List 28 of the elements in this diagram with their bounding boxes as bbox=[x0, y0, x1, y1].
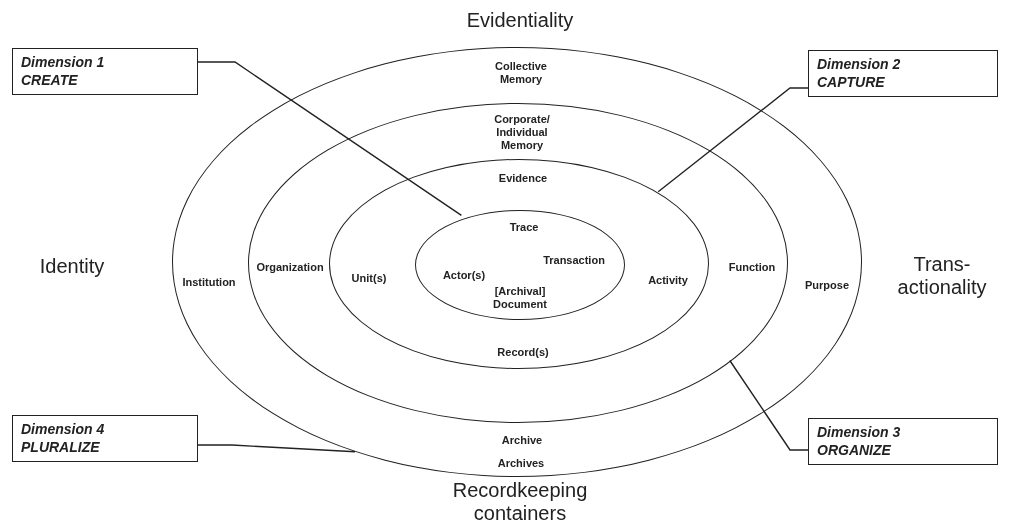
ring-label: Archive bbox=[501, 434, 543, 448]
axis-label: Identity bbox=[39, 254, 105, 278]
leader-line bbox=[657, 87, 809, 193]
ring-label: Record(s) bbox=[497, 346, 549, 360]
dimension-box: Dimension 4 PLURALIZE bbox=[12, 415, 198, 462]
ring-label: Activity bbox=[648, 274, 688, 288]
dimension-box: Dimension 3 ORGANIZE bbox=[808, 418, 998, 465]
ring-label: [Archival] Document bbox=[492, 284, 548, 312]
ring-label: Organization bbox=[256, 261, 324, 275]
ring-label: Institution bbox=[182, 276, 236, 290]
ring-label: Actor(s) bbox=[442, 269, 486, 283]
axis-label: Trans- actionality bbox=[896, 253, 988, 299]
ring-label: Unit(s) bbox=[351, 272, 387, 286]
ring-label: Trace bbox=[509, 221, 539, 235]
ring-label: Purpose bbox=[805, 279, 849, 293]
ring-label: Function bbox=[728, 261, 776, 275]
leader-line bbox=[729, 359, 809, 451]
dimension-box: Dimension 2 CAPTURE bbox=[808, 50, 998, 97]
ring-label: Archives bbox=[497, 457, 545, 471]
ring-label: Collective Memory bbox=[494, 59, 548, 87]
axis-label: Evidentiality bbox=[466, 8, 574, 32]
leader-line bbox=[197, 61, 463, 217]
dimension-box: Dimension 1 CREATE bbox=[12, 48, 198, 95]
axis-label: Recordkeeping containers bbox=[451, 479, 589, 525]
ring-label: Evidence bbox=[498, 172, 548, 186]
ring-label: Corporate/ Individual Memory bbox=[493, 113, 551, 153]
leader-line bbox=[197, 444, 356, 453]
ring-label: Transaction bbox=[543, 254, 605, 268]
